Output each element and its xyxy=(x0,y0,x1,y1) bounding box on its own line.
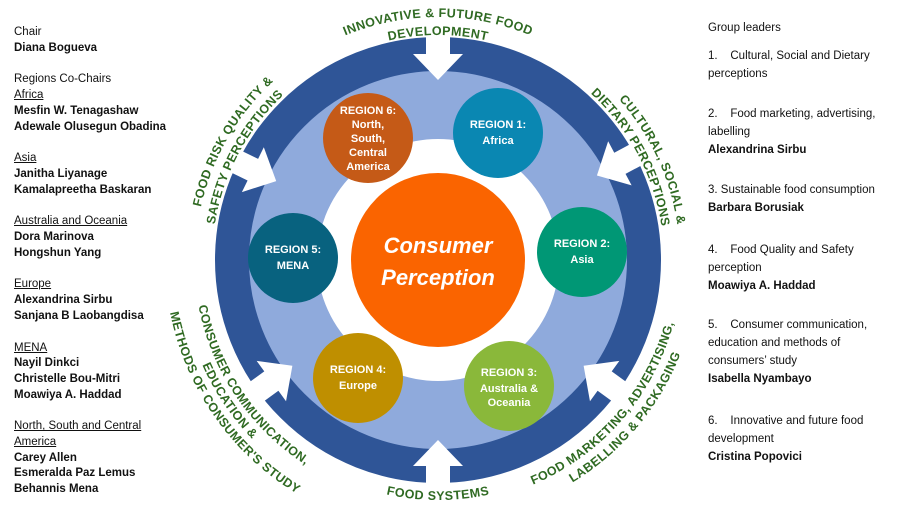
cochair-name: Esmeralda Paz Lemus xyxy=(14,467,136,480)
region-label: Oceania xyxy=(488,397,532,409)
region-label: America xyxy=(346,161,390,173)
chair-name: Diana Bogueva xyxy=(14,41,98,54)
region-title: REGION 3: xyxy=(481,367,537,379)
region-5-circle: REGION 5: MENA xyxy=(248,213,338,303)
region-title: REGION 4: xyxy=(330,364,386,376)
cochair-name: Behannis Mena xyxy=(14,483,99,496)
cochairs-label: Regions Co-Chairs xyxy=(14,73,112,86)
region-circle-shape xyxy=(453,88,543,178)
working-group-label: 4. Food Quality and Safety perception xyxy=(708,244,854,274)
region-title: REGION 1: xyxy=(470,119,526,131)
center-title-line2: Perception xyxy=(381,265,495,290)
region-title: REGION 5: xyxy=(265,244,321,256)
region-circle-shape xyxy=(464,341,554,431)
region-circle-shape xyxy=(537,207,627,297)
working-group-label: 6. Innovative and future food developmen… xyxy=(708,415,864,445)
region-2-circle: REGION 2: Asia xyxy=(537,207,627,297)
cochair-name: Alexandrina Sirbu xyxy=(14,294,113,307)
cochair-name: Carey Allen xyxy=(14,451,77,464)
region-name: Australia and Oceania xyxy=(14,215,128,228)
region-name: Asia xyxy=(14,152,37,165)
cochair-name: Adewale Olusegun Obadina xyxy=(14,120,167,133)
center-circle xyxy=(351,173,525,347)
region-3-circle: REGION 3: Australia & Oceania xyxy=(464,341,554,431)
region-4-circle: REGION 4: Europe xyxy=(313,333,403,423)
working-group-leader: Isabella Nyambayo xyxy=(708,373,812,385)
inward-arrow-icon xyxy=(413,440,463,490)
inward-arrow-icon xyxy=(226,147,277,193)
region-label: MENA xyxy=(277,260,309,272)
working-group: 6. Innovative and future food developmen… xyxy=(708,412,898,466)
working-group: 2. Food marketing, advertising, labellin… xyxy=(708,105,898,159)
region-title: REGION 2: xyxy=(554,238,610,250)
region-label: South, xyxy=(351,133,385,145)
theme-label-text: DEVELOPMENT xyxy=(386,24,489,43)
committee-panel: Chair Diana Bogueva Regions Co-Chairs Af… xyxy=(14,25,166,514)
region-circle-shape xyxy=(248,213,338,303)
region-1-circle: REGION 1: Africa xyxy=(453,88,543,178)
cochair-name: Kamalapreetha Baskaran xyxy=(14,183,152,196)
region-name: North, South and Central America xyxy=(14,420,142,449)
group-leaders-title: Group leaders xyxy=(708,22,781,34)
inward-arrow-icon xyxy=(413,30,463,80)
region-label: Australia & xyxy=(480,383,538,395)
region-title: REGION 6: xyxy=(340,105,396,117)
region-label: Europe xyxy=(339,380,377,392)
working-group-leader: Cristina Popovici xyxy=(708,451,802,463)
cochair-name: Christelle Bou-Mitri xyxy=(14,372,121,385)
working-group: 5. Consumer communication, education and… xyxy=(708,316,898,388)
chair-label: Chair xyxy=(14,26,42,38)
cochair-name: Sanjana B Laobangdisa xyxy=(14,309,144,322)
working-group-leader: Barbara Borusiak xyxy=(708,202,804,214)
working-group-label: 3. Sustainable food consumption xyxy=(708,184,875,196)
inward-arrow-icon xyxy=(596,141,647,186)
region-label: Central xyxy=(349,147,387,159)
working-group-label: 2. Food marketing, advertising, labellin… xyxy=(708,108,876,138)
theme-label-top2: DEVELOPMENT xyxy=(386,24,489,43)
theme-label-text: FOOD SYSTEMS xyxy=(386,484,490,503)
region-label: North, xyxy=(352,119,384,131)
cochair-name: Hongshun Yang xyxy=(14,246,102,259)
cochair-name: Moawiya A. Haddad xyxy=(14,388,122,401)
working-group-leader: Moawiya A. Haddad xyxy=(708,280,816,292)
region-label: Africa xyxy=(482,135,514,147)
working-group-label: 5. Consumer communication, education and… xyxy=(708,319,868,367)
region-circle-shape xyxy=(323,93,413,183)
inward-arrow-icon xyxy=(583,360,632,405)
region-name: Africa xyxy=(14,89,44,102)
cochair-name: Janitha Liyanage xyxy=(14,167,108,180)
cochair-name: Dora Marinova xyxy=(14,231,94,244)
working-group-label: 1. Cultural, Social and Dietary percepti… xyxy=(708,50,870,80)
cochair-name: Nayil Dinkci xyxy=(14,357,80,370)
working-group-leader: Alexandrina Sirbu xyxy=(708,144,807,156)
region-circle-shape xyxy=(313,333,403,423)
theme-label-bottom: FOOD SYSTEMS xyxy=(386,484,491,503)
inward-arrow-icon xyxy=(244,360,293,405)
cochair-name: Mesfin W. Tenagashaw xyxy=(14,104,139,117)
center-title-line1: Consumer xyxy=(384,233,494,258)
region-name: MENA xyxy=(14,341,48,354)
region-name: Europe xyxy=(14,278,52,291)
region-label: Asia xyxy=(570,254,594,266)
working-group: 1. Cultural, Social and Dietary percepti… xyxy=(708,47,898,83)
